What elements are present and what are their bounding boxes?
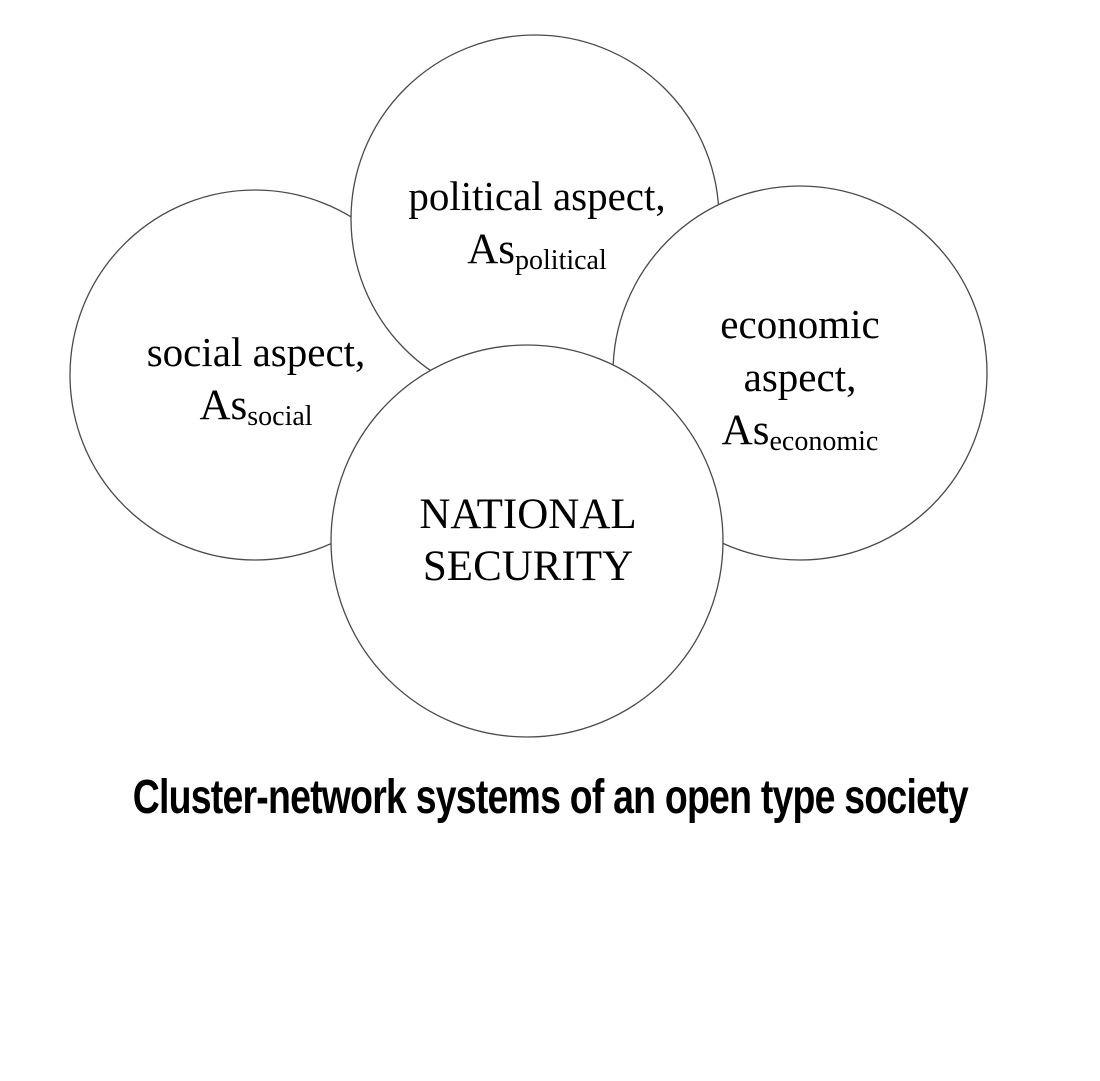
economic-as-subscript: economic xyxy=(769,426,879,458)
social-as-subscript: social xyxy=(247,401,313,433)
economic-label-line1: economic xyxy=(720,301,880,347)
social-circle-label: social aspect, Associal xyxy=(147,326,366,437)
economic-as-main: As xyxy=(721,407,770,454)
social-label-line1: social aspect, xyxy=(146,329,366,375)
political-circle-label: political aspect, Aspolitical xyxy=(408,170,665,281)
political-as-main: As xyxy=(467,226,516,273)
political-as-subscript: political xyxy=(515,245,607,277)
national-security-label: NATIONAL SECURITY xyxy=(419,489,636,593)
diagram-caption: Cluster-network systems of an open type … xyxy=(132,771,968,824)
political-as-label: Aspolitical xyxy=(408,223,665,281)
national-security-circle xyxy=(330,344,724,738)
economic-circle-label: economic aspect, Aseconomic xyxy=(720,298,879,462)
political-label-line1: political aspect, xyxy=(408,173,666,219)
social-as-label: Associal xyxy=(147,379,366,437)
economic-as-label: Aseconomic xyxy=(720,404,879,462)
social-as-main: As xyxy=(199,382,248,429)
economic-label-line2: aspect, xyxy=(743,354,857,400)
caption-row: Cluster-network systems of an open type … xyxy=(0,770,1100,825)
national-security-line2: SECURITY xyxy=(422,543,634,590)
national-security-line1: NATIONAL xyxy=(419,491,637,538)
